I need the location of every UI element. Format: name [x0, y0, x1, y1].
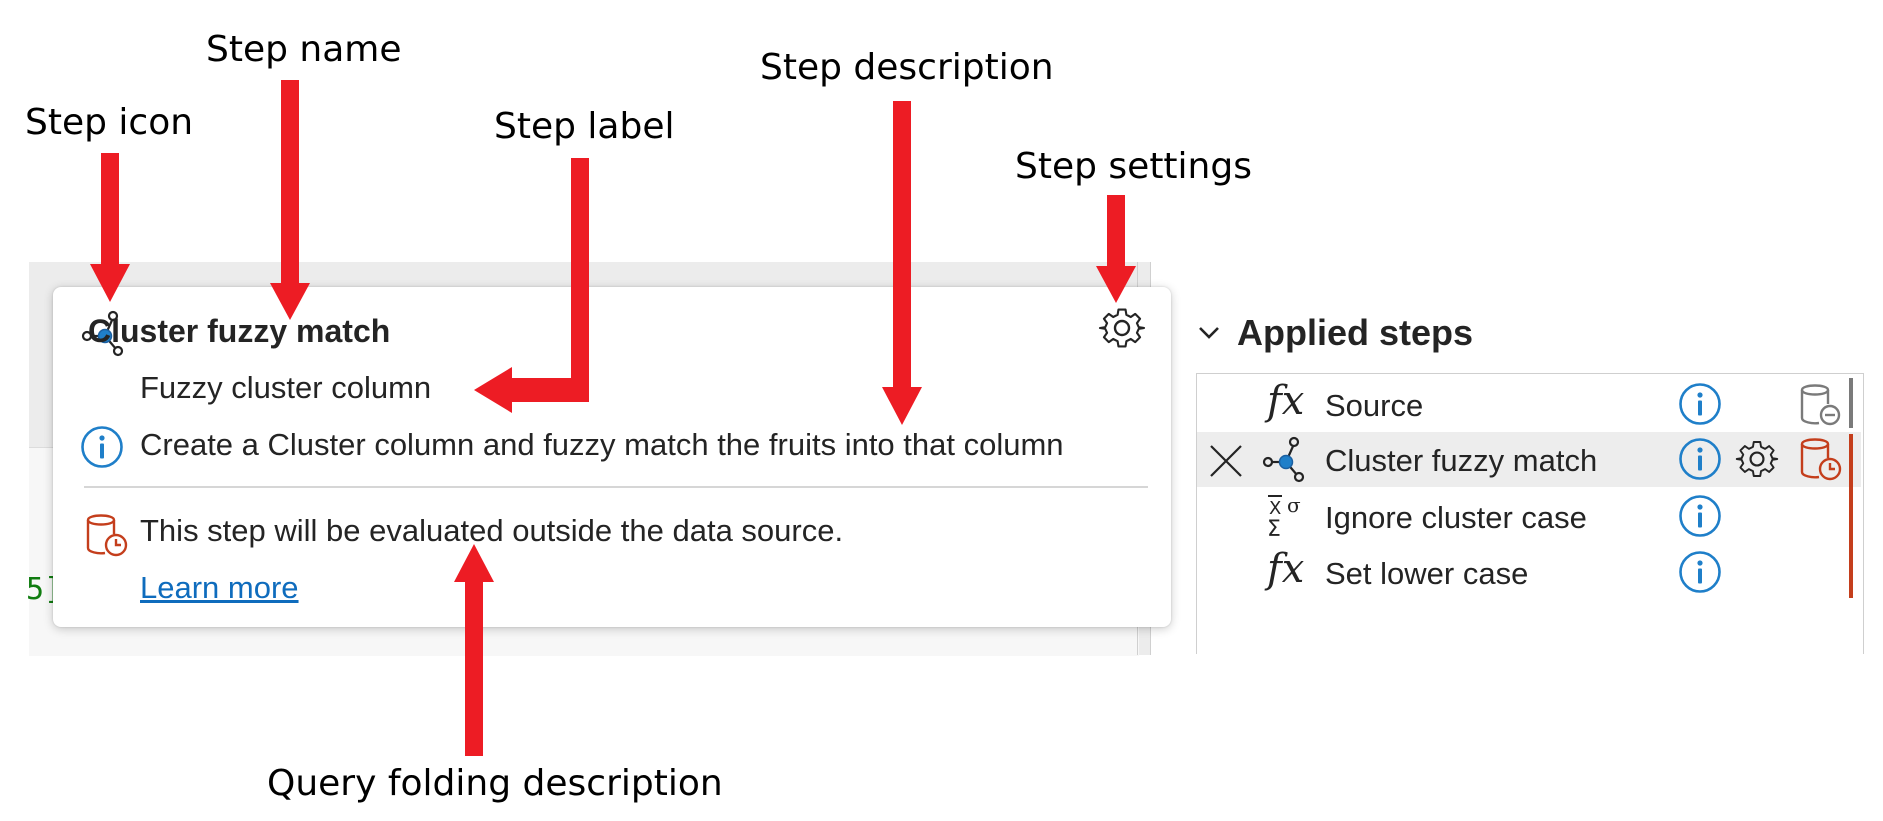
arrow-step-name [270, 80, 310, 320]
tooltip-divider [84, 486, 1148, 488]
folding-indicator-bar-orange [1849, 434, 1853, 598]
step-name-source: Source [1325, 388, 1424, 423]
callout-step-icon: Step icon [25, 102, 194, 143]
close-icon[interactable] [1208, 443, 1244, 479]
learn-more-link[interactable]: Learn more [140, 570, 299, 605]
fx-icon: fx [1267, 546, 1305, 592]
step-name-set-lower-case: Set lower case [1325, 556, 1529, 591]
info-icon[interactable] [1678, 437, 1722, 481]
gear-icon[interactable] [1097, 306, 1147, 356]
step-name: Cluster fuzzy match [88, 313, 391, 349]
svg-text:σ: σ [1287, 493, 1301, 517]
fx-icon: fx [1267, 378, 1305, 424]
query-folding-text: This step will be evaluated outside the … [140, 513, 844, 548]
info-icon[interactable] [1678, 550, 1722, 594]
step-name-ignore-cluster-case: Ignore cluster case [1325, 500, 1587, 535]
callout-step-label: Step label [494, 106, 675, 147]
arrow-step-settings [1096, 195, 1136, 303]
statistics-icon: X σ Σ [1267, 493, 1301, 542]
folding-indicator-bar [1849, 378, 1853, 428]
step-details-tooltip [53, 287, 1171, 627]
arrow-step-icon [90, 153, 130, 302]
cluster-fuzzy-match-icon [81, 310, 124, 357]
info-icon[interactable] [1678, 382, 1722, 426]
applied-steps-header[interactable]: Applied steps [1237, 312, 1474, 353]
applied-steps-list [1196, 373, 1864, 654]
step-name-cluster-fuzzy-match: Cluster fuzzy match [1325, 443, 1598, 478]
database-clock-icon [86, 514, 128, 557]
callout-step-name: Step name [206, 29, 402, 70]
cluster-fuzzy-match-icon [1262, 436, 1305, 483]
arrow-step-label [474, 158, 589, 413]
callout-step-description: Step description [760, 47, 1054, 88]
svg-text:Σ: Σ [1267, 517, 1281, 542]
step-label: Fuzzy cluster column [140, 370, 432, 405]
arrow-step-description [882, 101, 922, 425]
step-description: Create a Cluster column and fuzzy match … [140, 427, 1064, 462]
chevron-down-icon[interactable] [1196, 320, 1222, 346]
svg-text:X: X [1269, 498, 1281, 519]
callout-step-settings: Step settings [1015, 146, 1252, 187]
database-clock-icon [1800, 438, 1842, 481]
info-icon[interactable] [1678, 494, 1722, 538]
callout-query-folding-description: Query folding description [267, 763, 723, 804]
database-minus-icon [1800, 384, 1841, 426]
arrow-query-folding [454, 544, 494, 756]
gear-icon[interactable] [1734, 436, 1780, 482]
info-icon [81, 426, 123, 468]
